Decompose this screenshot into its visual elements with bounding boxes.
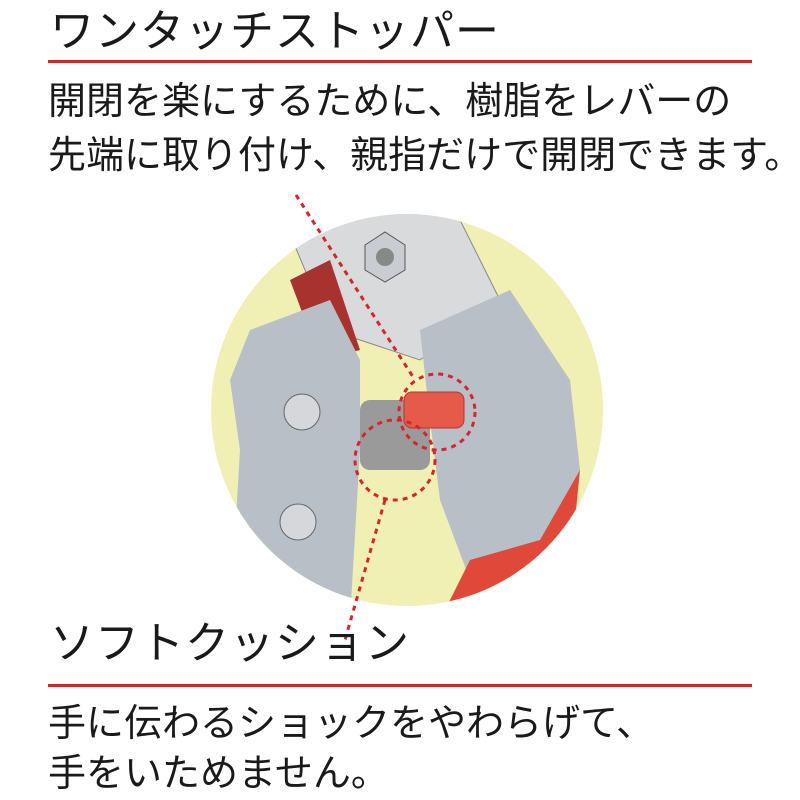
cushion-description-line-1: 手に伝わるショックをやわらげて、 (48, 701, 655, 745)
cushion-description-line-2: 手をいためません。 (48, 751, 389, 795)
stopper-lever (403, 391, 465, 429)
soft-cushion-heading: ソフトクッション (50, 618, 410, 669)
stopper-description-line-1: 開閉を楽にするために、樹脂をレバーの (48, 79, 732, 123)
heading-divider (48, 60, 752, 63)
stopper-description-line-2: 先端に取り付け、親指だけで開閉できます。 (48, 133, 800, 177)
heading-divider-2 (48, 684, 752, 687)
stopper-heading: ワンタッチストッパー (50, 6, 500, 57)
